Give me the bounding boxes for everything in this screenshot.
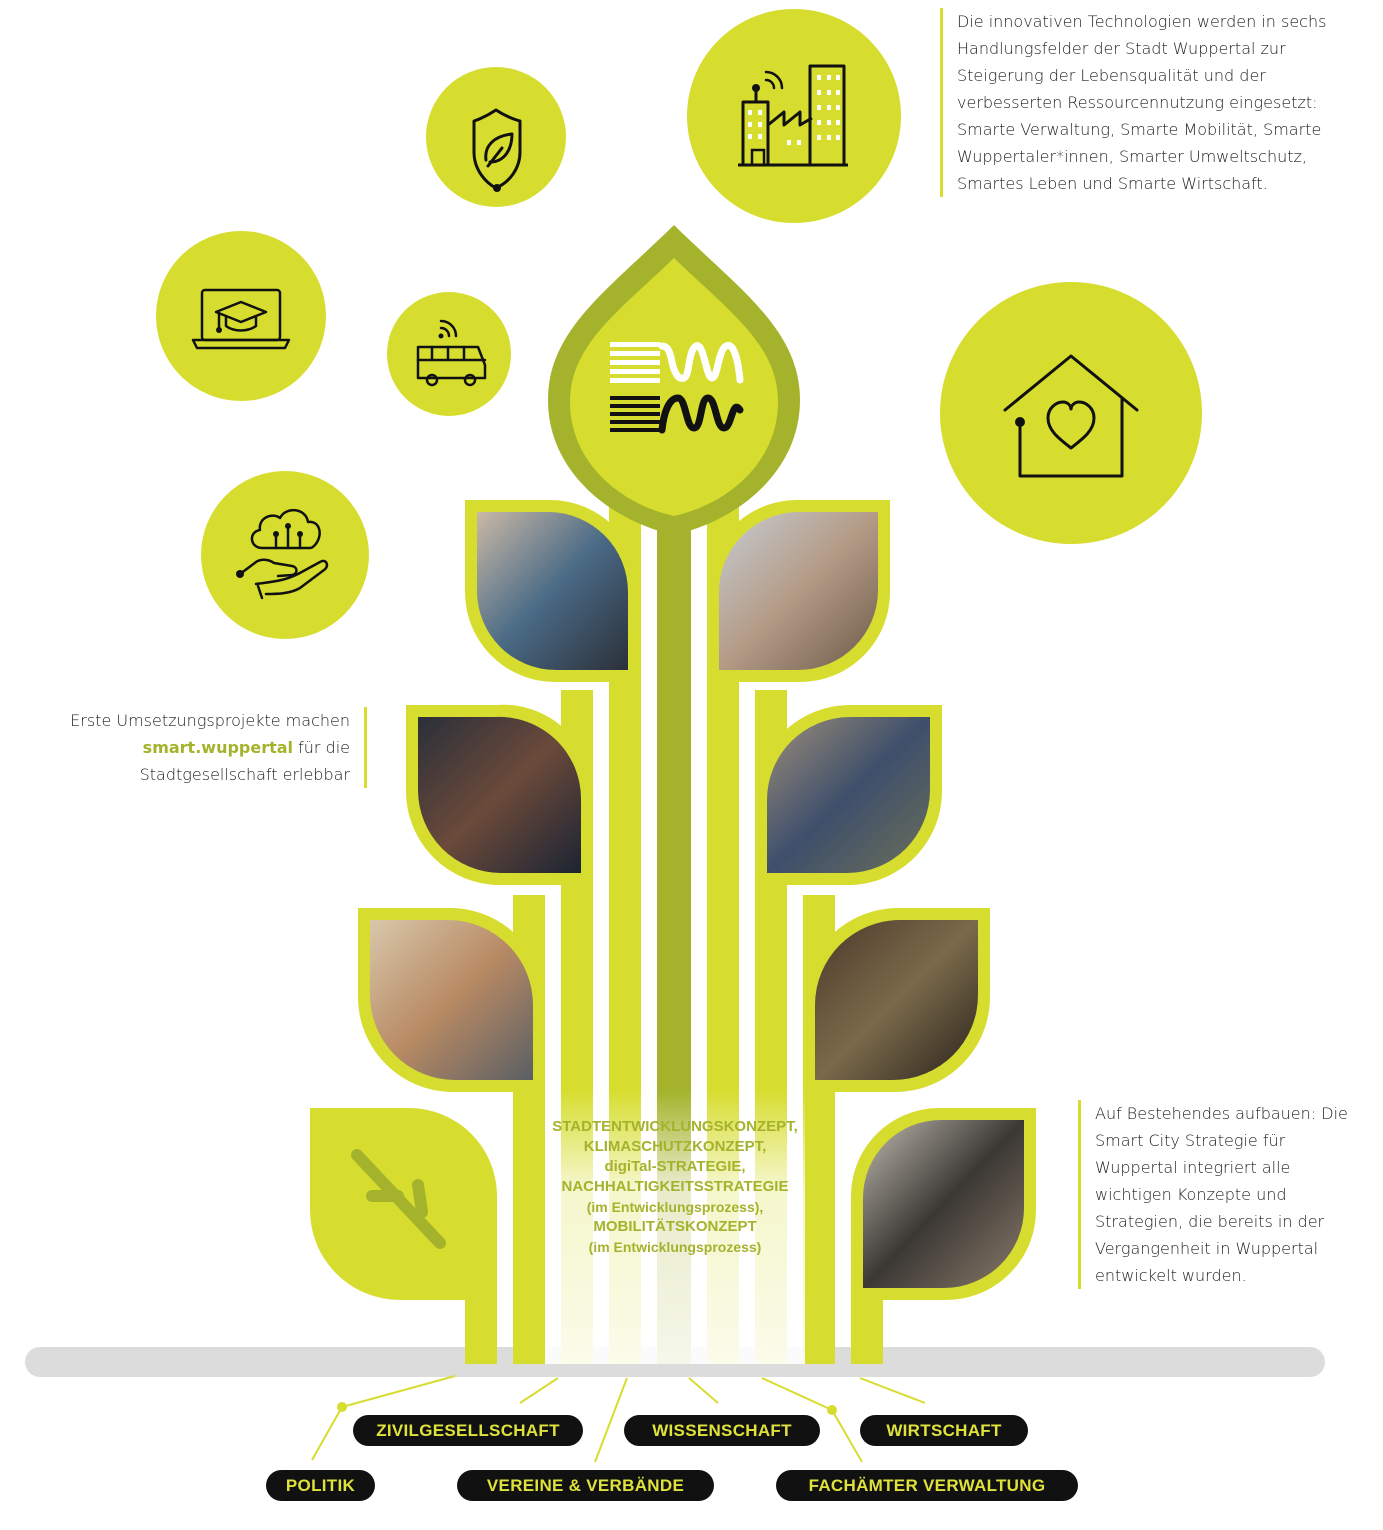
top-leaf xyxy=(548,225,800,535)
stakeholder-politik: POLITIK xyxy=(266,1470,375,1501)
photo-woman-screen xyxy=(418,716,582,873)
concept-2: KLIMASCHUTZKONZEPT, xyxy=(583,1138,767,1155)
projects-text-after: für die Stadtgesellschaft erlebbar xyxy=(139,738,350,784)
smart-wuppertal-logo xyxy=(610,341,744,434)
leaf-right-1 xyxy=(707,500,890,682)
bus-wifi-icon xyxy=(387,292,511,416)
leaf-right-3 xyxy=(803,908,990,1092)
concept-5-note: (im Entwicklungsprozess) xyxy=(588,1239,762,1255)
photo-tablet-map xyxy=(863,1120,1024,1288)
connector-dots xyxy=(337,1402,837,1415)
concept-4: NACHHALTIGKEITSSTRATEGIE xyxy=(561,1178,789,1195)
stakeholder-vereine-verbaende: VEREINE & VERBÄNDE xyxy=(457,1470,714,1501)
photo-ar-phone xyxy=(767,717,930,873)
shield-leaf-icon xyxy=(426,67,566,207)
photo-vr-headset xyxy=(370,920,533,1080)
smart-wuppertal-highlight: smart.wuppertal xyxy=(142,738,294,757)
laptop-graduation-icon xyxy=(156,231,326,401)
stem-glow xyxy=(545,1090,805,1364)
concept-3: digiTal-STRATEGIE, xyxy=(604,1158,746,1175)
photo-sensor-device xyxy=(815,920,978,1080)
stakeholder-fachaemter-verwaltung: FACHÄMTER VERWALTUNG xyxy=(776,1470,1078,1501)
stakeholder-wirtschaft: WIRTSCHAFT xyxy=(860,1415,1028,1446)
leaf-left-2 xyxy=(406,704,594,885)
stakeholder-wissenschaft: WISSENSCHAFT xyxy=(624,1415,820,1446)
intro-text: Die innovativen Technologien werden in s… xyxy=(940,8,1369,197)
concepts-list: STADTENTWICKLUNGSKONZEPT, KLIMASCHUTZKON… xyxy=(510,1117,840,1257)
photo-smartphone-app xyxy=(719,512,878,670)
concept-4-note: (im Entwicklungsprozess), xyxy=(586,1199,764,1215)
projects-text-before: Erste Umsetzungsprojekte machen xyxy=(70,711,350,730)
smart-city-buildings-icon xyxy=(687,9,901,223)
photo-touch-table xyxy=(477,512,628,670)
stakeholder-zivilgesellschaft: ZIVILGESELLSCHAFT xyxy=(353,1415,583,1446)
concept-1: STADTENTWICKLUNGSKONZEPT, xyxy=(552,1118,798,1135)
leaf-right-4 xyxy=(851,1108,1036,1300)
leaf-right-2 xyxy=(755,705,942,885)
house-heart-icon xyxy=(940,282,1202,544)
cloud-hand-icon xyxy=(201,471,369,639)
foundation-text: Auf Bestehendes aufbauen: Die Smart City… xyxy=(1078,1100,1357,1289)
leaf-left-3 xyxy=(358,908,545,1092)
leaf-left-4 xyxy=(310,1108,497,1300)
leaf-left-1 xyxy=(465,500,640,682)
concept-5: MOBILITÄTSKONZEPT xyxy=(593,1218,757,1235)
projects-text: Erste Umsetzungsprojekte machen smart.wu… xyxy=(52,707,367,788)
